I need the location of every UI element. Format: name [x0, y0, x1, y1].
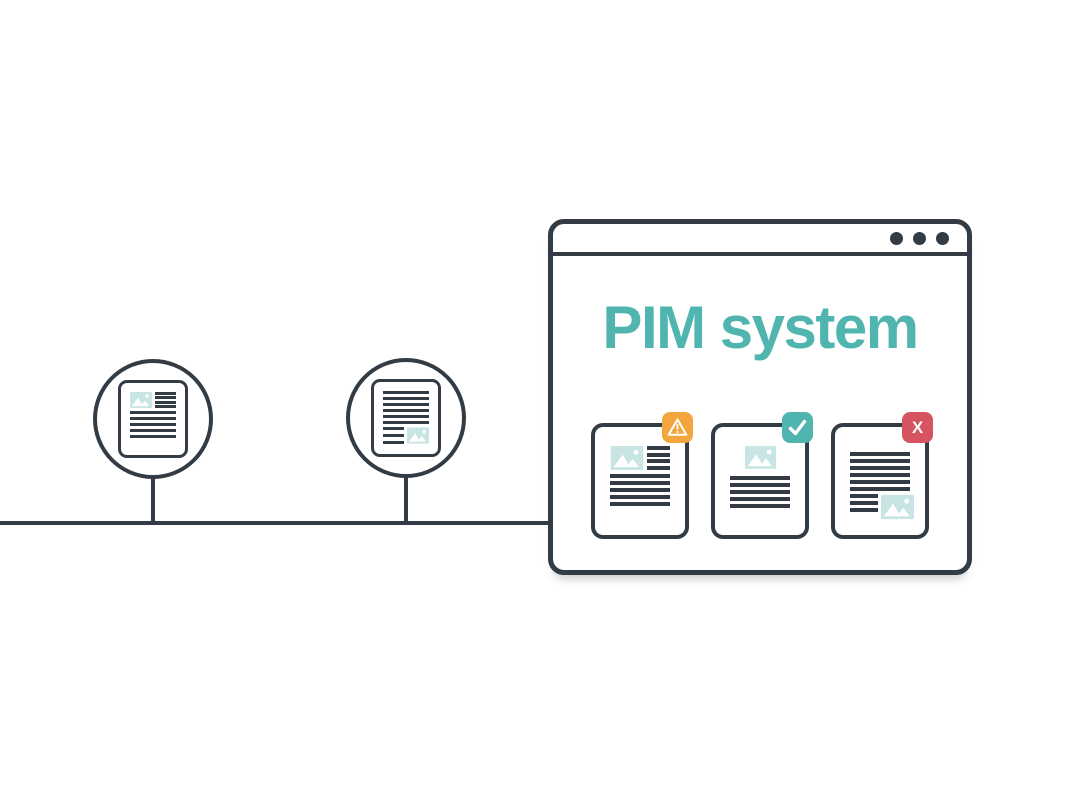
text-line	[383, 441, 404, 444]
text-line	[610, 474, 670, 478]
text-line	[610, 488, 670, 492]
text-line	[155, 392, 176, 395]
source-node-1-stem	[151, 477, 155, 523]
text-line	[850, 459, 910, 463]
image-placeholder-icon	[745, 446, 776, 469]
network-bus-line	[0, 521, 552, 525]
text-line	[610, 495, 670, 499]
window-title: PIM system	[602, 294, 919, 361]
pim-window: PIM system	[548, 219, 972, 575]
warning-triangle-icon	[667, 418, 688, 436]
text-line	[850, 494, 878, 498]
text-line	[730, 504, 790, 508]
text-line	[647, 459, 670, 464]
image-placeholder-icon	[130, 392, 152, 408]
document-footer-row	[383, 427, 429, 444]
image-placeholder-icon	[610, 446, 644, 470]
text-line	[730, 483, 790, 487]
x-icon: X	[911, 418, 924, 437]
text-line	[850, 466, 910, 470]
document-footer-row	[850, 494, 910, 520]
text-line	[610, 502, 670, 506]
text-line	[383, 391, 429, 394]
source-node-1	[93, 359, 213, 479]
text-line	[647, 452, 670, 457]
text-lines	[647, 446, 670, 470]
image-placeholder-icon	[881, 494, 914, 520]
text-line	[130, 435, 176, 438]
text-lines	[730, 476, 790, 508]
product-cards-row: X	[553, 412, 967, 539]
window-dot-icon	[913, 231, 926, 245]
text-line	[850, 501, 878, 505]
text-line	[730, 497, 790, 501]
text-lines	[383, 427, 404, 444]
text-lines	[850, 452, 910, 491]
source-node-2	[346, 358, 466, 478]
text-line	[155, 404, 176, 408]
text-lines	[383, 391, 429, 424]
text-line	[730, 490, 790, 494]
window-dot-icon	[890, 231, 903, 245]
image-placeholder-icon	[407, 427, 429, 444]
text-lines	[155, 392, 176, 408]
document-icon	[371, 379, 441, 457]
text-line	[383, 434, 404, 437]
text-line	[130, 417, 176, 420]
status-badge-rejected: X	[902, 412, 933, 443]
window-titlebar	[553, 224, 967, 256]
text-line	[730, 476, 790, 480]
text-line	[610, 481, 670, 485]
document-header-row	[610, 446, 670, 470]
text-line	[383, 427, 404, 430]
status-badge-warning	[662, 412, 693, 443]
text-line	[130, 429, 176, 432]
source-node-2-stem	[404, 476, 408, 523]
text-line	[130, 411, 176, 414]
text-line	[383, 421, 429, 424]
text-line	[155, 400, 176, 404]
text-line	[850, 473, 910, 477]
checkmark-icon	[788, 419, 807, 436]
text-line	[647, 446, 670, 450]
text-lines	[850, 494, 878, 520]
text-line	[383, 415, 429, 418]
text-line	[383, 409, 429, 412]
text-line	[130, 423, 176, 426]
text-line	[383, 403, 429, 406]
text-lines	[610, 474, 670, 506]
product-card-approved	[711, 412, 813, 539]
document-header-row	[130, 392, 176, 408]
status-badge-approved	[782, 412, 813, 443]
text-lines	[130, 411, 176, 438]
product-card-warning	[591, 412, 693, 539]
document-icon	[118, 380, 188, 458]
product-card-rejected: X	[831, 412, 933, 539]
text-line	[850, 452, 910, 456]
text-line	[383, 397, 429, 400]
text-line	[850, 508, 878, 512]
text-line	[850, 487, 910, 491]
text-line	[850, 480, 910, 484]
text-line	[647, 465, 670, 470]
text-line	[155, 396, 176, 400]
window-dot-icon	[936, 231, 949, 245]
